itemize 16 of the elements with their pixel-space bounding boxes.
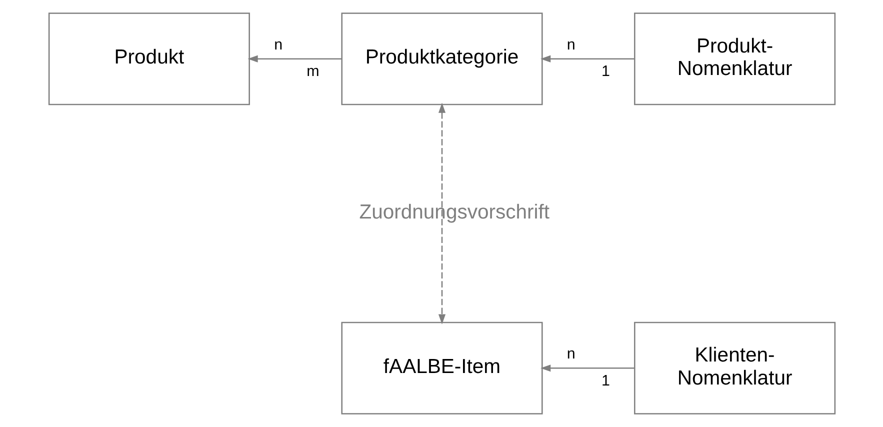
label: 1 [600, 372, 610, 390]
node-box: fAALBE-Item [340, 322, 542, 414]
node-box: Produktkategorie [340, 12, 542, 106]
arrow [540, 364, 634, 372]
arrow [247, 55, 342, 62]
arrow [540, 55, 634, 62]
node-box: Produkt- Nomenklatur [634, 12, 836, 106]
label: 1 [600, 63, 610, 80]
label: n [566, 346, 575, 363]
node-box: Klienten- Nomenklatur [634, 322, 836, 414]
label: n [274, 36, 282, 54]
node-box: Produkt [48, 12, 250, 106]
arrow [438, 102, 446, 324]
label: m [306, 63, 319, 80]
edge-label: Zuordnungsvorschrift [358, 201, 550, 224]
label: n [566, 36, 575, 54]
